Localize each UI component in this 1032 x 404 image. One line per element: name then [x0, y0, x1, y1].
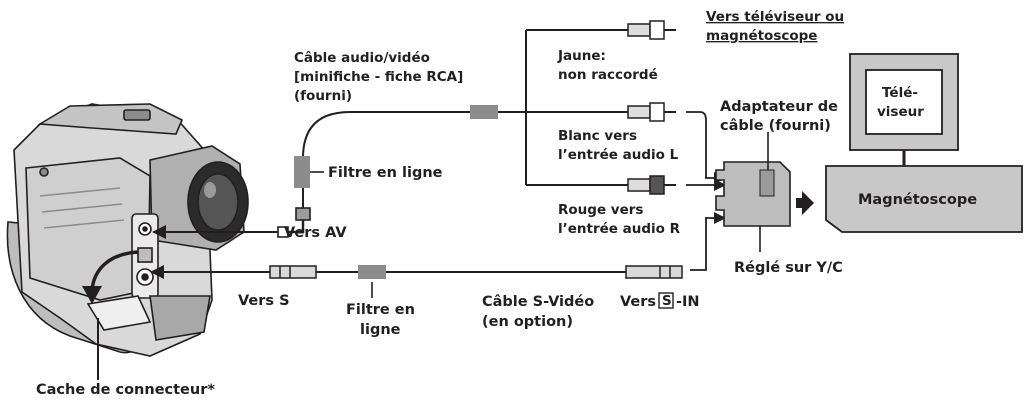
av-inline-filter	[294, 156, 310, 188]
rca-plug-white	[627, 102, 676, 122]
adapter-feed-lines	[686, 111, 722, 271]
open-cover-arrow	[90, 250, 139, 291]
label-svideo-cable-line1: Câble S-Vidéo	[482, 294, 594, 310]
label-white-line2: l’entrée audio L	[558, 147, 679, 163]
label-inline-filter-s-line2: ligne	[360, 322, 401, 338]
vcr	[825, 165, 1023, 233]
label-adapter-line1: Adaptateur de	[720, 99, 838, 115]
label-svideo-cable-line2: (en option)	[482, 314, 573, 330]
arrow-to-av-jack	[152, 225, 166, 239]
label-to-tv-line1: Vers téléviseur ou	[706, 9, 844, 25]
label-set-yc: Réglé sur Y/C	[734, 260, 843, 276]
open-cover-arrowhead	[82, 286, 102, 304]
av-cable-line3: (fourni)	[294, 88, 352, 104]
camcorder-grille	[149, 295, 211, 341]
label-red-line1: Rouge vers	[558, 202, 643, 218]
cable-adapter	[715, 161, 791, 227]
label-to-s-in: Vers S -IN	[620, 292, 700, 310]
av-cable-line1: Câble audio/vidéo	[294, 50, 430, 66]
label-adapter-line2: câble (fourni)	[720, 118, 831, 134]
arrow-to-s-jack	[150, 265, 164, 279]
arrowhead-red	[714, 179, 726, 191]
av-mini-plug	[277, 207, 311, 238]
label-to-s: Vers S	[238, 293, 290, 309]
label-yellow-line1: Jaune:	[557, 48, 606, 64]
s-symbol: S	[662, 293, 672, 309]
label-red-line2: l’entrée audio R	[558, 221, 681, 237]
rca-plug-yellow	[627, 20, 676, 40]
television	[849, 53, 959, 166]
label-connector-cover: Cache de connecteur*	[36, 382, 215, 398]
label-vcr: Magnétoscope	[858, 192, 977, 208]
label-av-cable: Câble audio/vidéo [minifiche - fiche RCA…	[294, 50, 463, 104]
av-cable-filter	[470, 105, 498, 119]
label-tv-line1: Télé-	[882, 85, 918, 101]
rca-plug-red	[627, 175, 676, 195]
av-cable-line2: [minifiche - fiche RCA]	[294, 69, 463, 85]
svideo-inline-filter	[358, 265, 386, 279]
s-plug-vcr	[625, 265, 683, 279]
label-yellow-line2: non raccordé	[558, 67, 658, 83]
adapter-switch	[759, 169, 775, 197]
av-cable	[302, 29, 628, 210]
arrowhead-svideo	[714, 212, 726, 224]
label-inline-filter-av: Filtre en ligne	[328, 165, 443, 181]
label-tv-line2: viseur	[877, 104, 924, 120]
adapter-to-vcr-arrow-shaft	[796, 198, 804, 208]
adapter-to-vcr-arrow	[802, 191, 814, 215]
s-plug-camcorder	[269, 265, 317, 279]
camcorder	[6, 103, 249, 357]
label-to-tv-line2: magnétoscope	[706, 28, 817, 44]
label-to-s-in-prefix: Vers	[620, 294, 656, 310]
label-inline-filter-s-line1: Filtre en	[346, 302, 415, 318]
label-white-line1: Blanc vers	[558, 128, 637, 144]
label-to-av: Vers AV	[284, 225, 347, 241]
label-to-s-in-suffix: -IN	[676, 294, 700, 310]
camcorder-top-button	[123, 109, 151, 121]
